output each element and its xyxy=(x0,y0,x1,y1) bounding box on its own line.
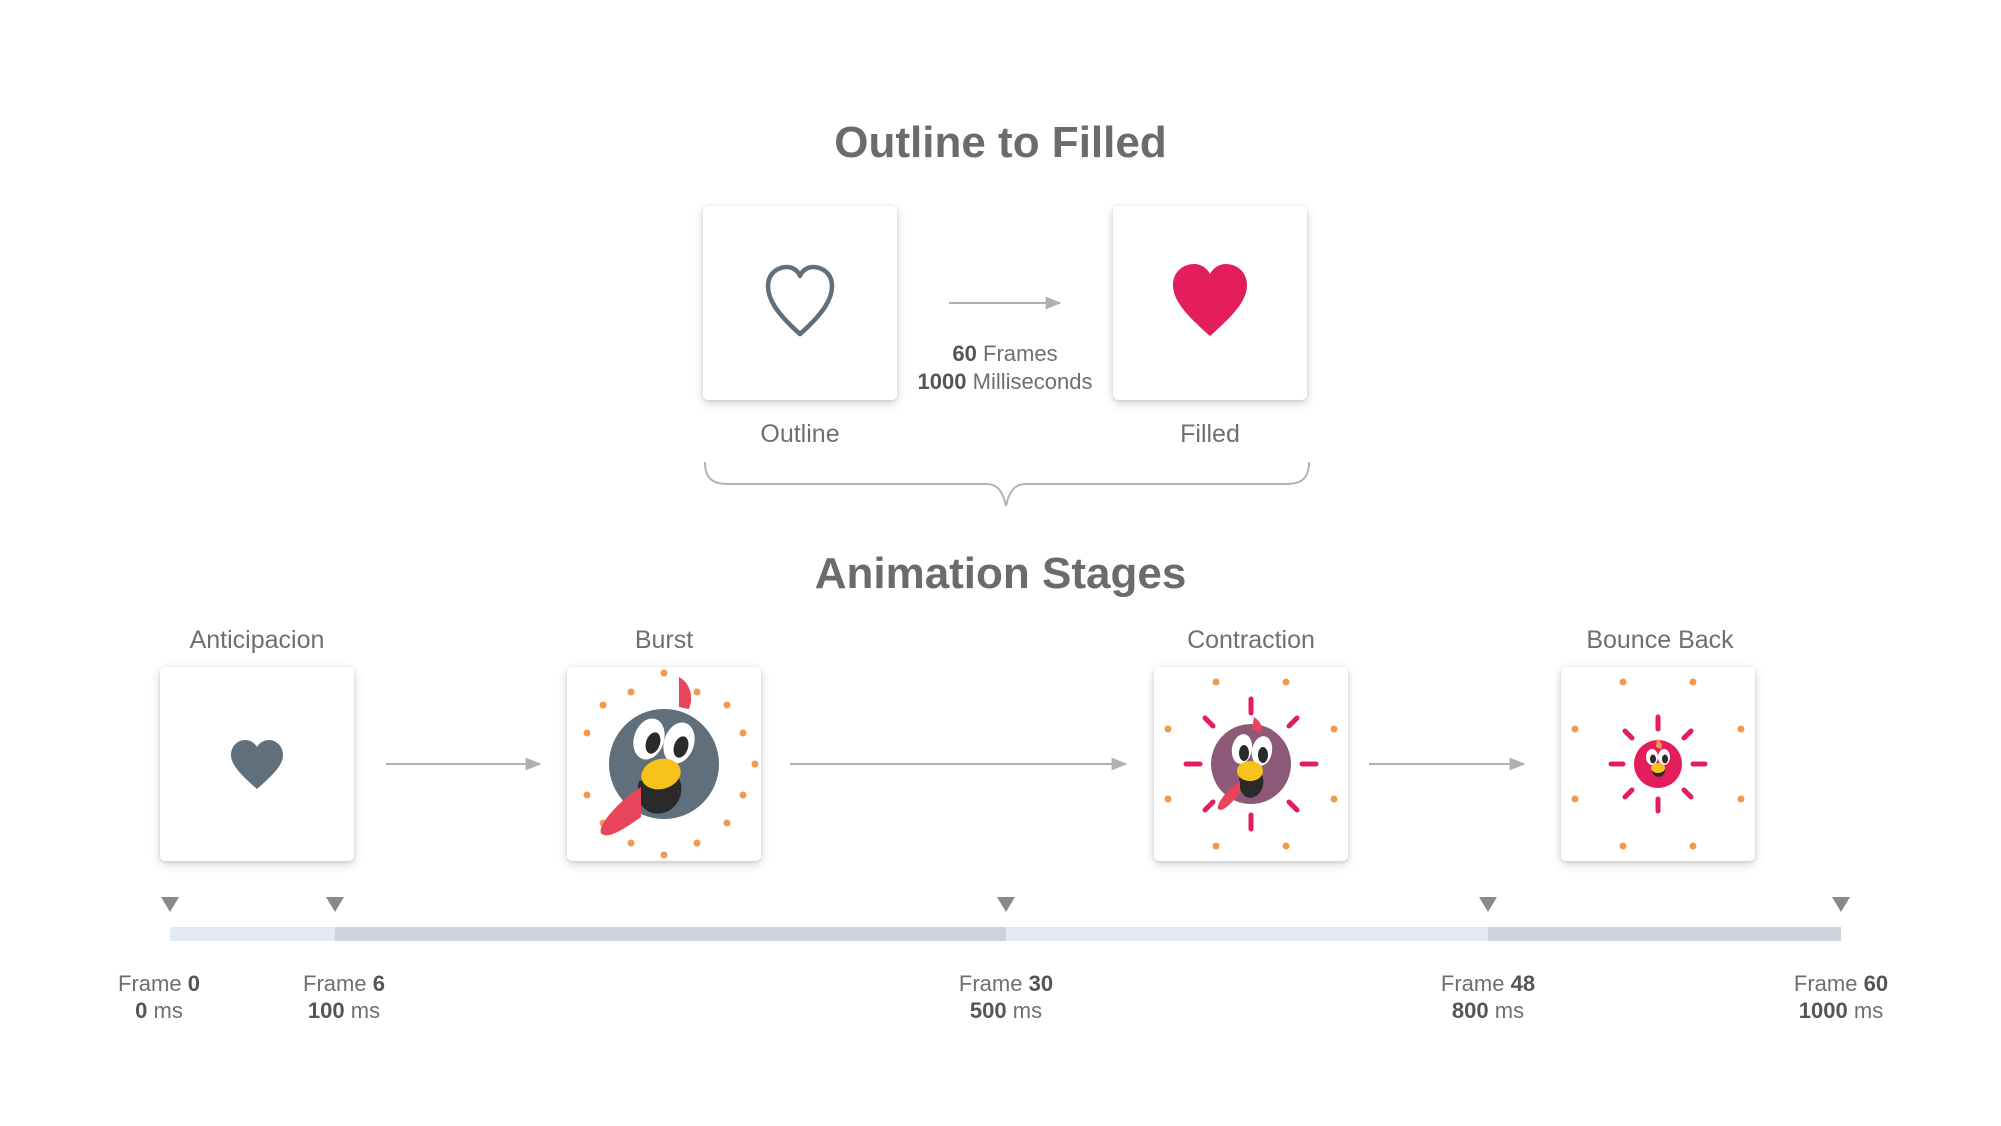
timeline-segment-anticipation xyxy=(170,927,335,941)
frame-word: Frame xyxy=(1440,971,1505,996)
frame-number: 6 xyxy=(372,971,385,996)
stage-label-bounce-back: Bounce Back xyxy=(1586,626,1734,654)
timeline-segment-contraction xyxy=(1006,927,1488,941)
stage-card-anticipacion xyxy=(160,667,354,861)
title-animation-stages: Animation Stages xyxy=(814,549,1187,598)
timeline-marker-30 xyxy=(997,897,1015,912)
frames-word: Frames xyxy=(983,341,1058,366)
frame-word: Frame xyxy=(303,971,367,996)
frame-ms: 100 xyxy=(307,998,345,1023)
stage-label-burst: Burst xyxy=(634,626,694,654)
frame-ms-unit: ms xyxy=(1853,998,1884,1023)
frame-ms-unit: ms xyxy=(1494,998,1525,1023)
frame-word: Frame xyxy=(1793,971,1858,996)
duration-info: 60 Frames 1000 Milliseconds xyxy=(900,340,1110,396)
frame-number: 48 xyxy=(1510,971,1536,996)
ms-count: 1000 xyxy=(917,369,967,394)
frame-ms-line: 100 ms xyxy=(264,997,424,1024)
timeline-segment-bounce-back xyxy=(1488,927,1841,941)
frame-ms-unit: ms xyxy=(153,998,183,1023)
frame-word: Frame xyxy=(118,971,182,996)
frame-ms: 800 xyxy=(1451,998,1489,1023)
frame-ms-unit: ms xyxy=(350,998,381,1023)
frames-count: 60 xyxy=(952,341,977,366)
timeline-marker-0 xyxy=(161,897,179,912)
timeline-segment-burst xyxy=(335,927,1006,941)
frame-number-line: Frame 6 xyxy=(264,970,424,997)
frame-number-line: Frame 48 xyxy=(1408,970,1568,997)
frame-label-30: Frame 30 500 ms xyxy=(926,970,1086,1024)
heart-anticipation-icon xyxy=(231,740,283,789)
ms-count-line: 1000 Milliseconds xyxy=(900,368,1110,396)
stage-label-contraction: Contraction xyxy=(1187,626,1315,654)
frame-ms-line: 500 ms xyxy=(926,997,1086,1024)
timeline-marker-6 xyxy=(326,897,344,912)
frame-number-line: Frame 60 xyxy=(1761,970,1921,997)
frame-ms: 500 xyxy=(969,998,1007,1023)
frame-number: 0 xyxy=(187,971,200,996)
stage-label-anticipacion: Anticipacion xyxy=(189,626,325,654)
frame-label-48: Frame 48 800 ms xyxy=(1408,970,1568,1024)
frame-ms-line: 800 ms xyxy=(1408,997,1568,1024)
frame-number: 60 xyxy=(1863,971,1889,996)
frame-number: 30 xyxy=(1028,971,1054,996)
burst-character-icon xyxy=(583,669,759,859)
ms-word: Milliseconds xyxy=(972,369,1093,394)
frame-number-line: Frame 30 xyxy=(926,970,1086,997)
heart-filled-icon xyxy=(1173,264,1247,336)
frame-word: Frame xyxy=(958,971,1023,996)
frame-label-60: Frame 60 1000 ms xyxy=(1761,970,1921,1024)
frame-ms: 1000 xyxy=(1798,998,1848,1023)
stage-card-contraction xyxy=(1154,667,1348,861)
frame-ms-line: 1000 ms xyxy=(1761,997,1921,1024)
frame-label-0: Frame 0 0 ms xyxy=(79,970,239,1024)
stage-card-burst xyxy=(567,667,761,861)
label-outline: Outline xyxy=(760,420,840,448)
bounce-back-character-icon xyxy=(1571,678,1745,850)
frame-ms: 0 xyxy=(135,998,148,1023)
frames-count-line: 60 Frames xyxy=(900,340,1110,368)
frame-label-6: Frame 6 100 ms xyxy=(264,970,424,1024)
brace-grouping xyxy=(704,461,1310,507)
frame-ms-line: 0 ms xyxy=(79,997,239,1024)
frame-number-line: Frame 0 xyxy=(79,970,239,997)
heart-outline-icon xyxy=(765,264,835,337)
frame-ms-unit: ms xyxy=(1012,998,1043,1023)
timeline-marker-60 xyxy=(1832,897,1850,912)
card-outline xyxy=(703,206,897,400)
title-outline-to-filled: Outline to Filled xyxy=(834,118,1167,167)
timeline-marker-48 xyxy=(1479,897,1497,912)
contraction-character-icon xyxy=(1164,678,1338,850)
timeline xyxy=(170,927,1841,941)
card-filled xyxy=(1113,206,1307,400)
label-filled: Filled xyxy=(1180,420,1240,448)
stage-card-bounce-back xyxy=(1561,667,1755,861)
